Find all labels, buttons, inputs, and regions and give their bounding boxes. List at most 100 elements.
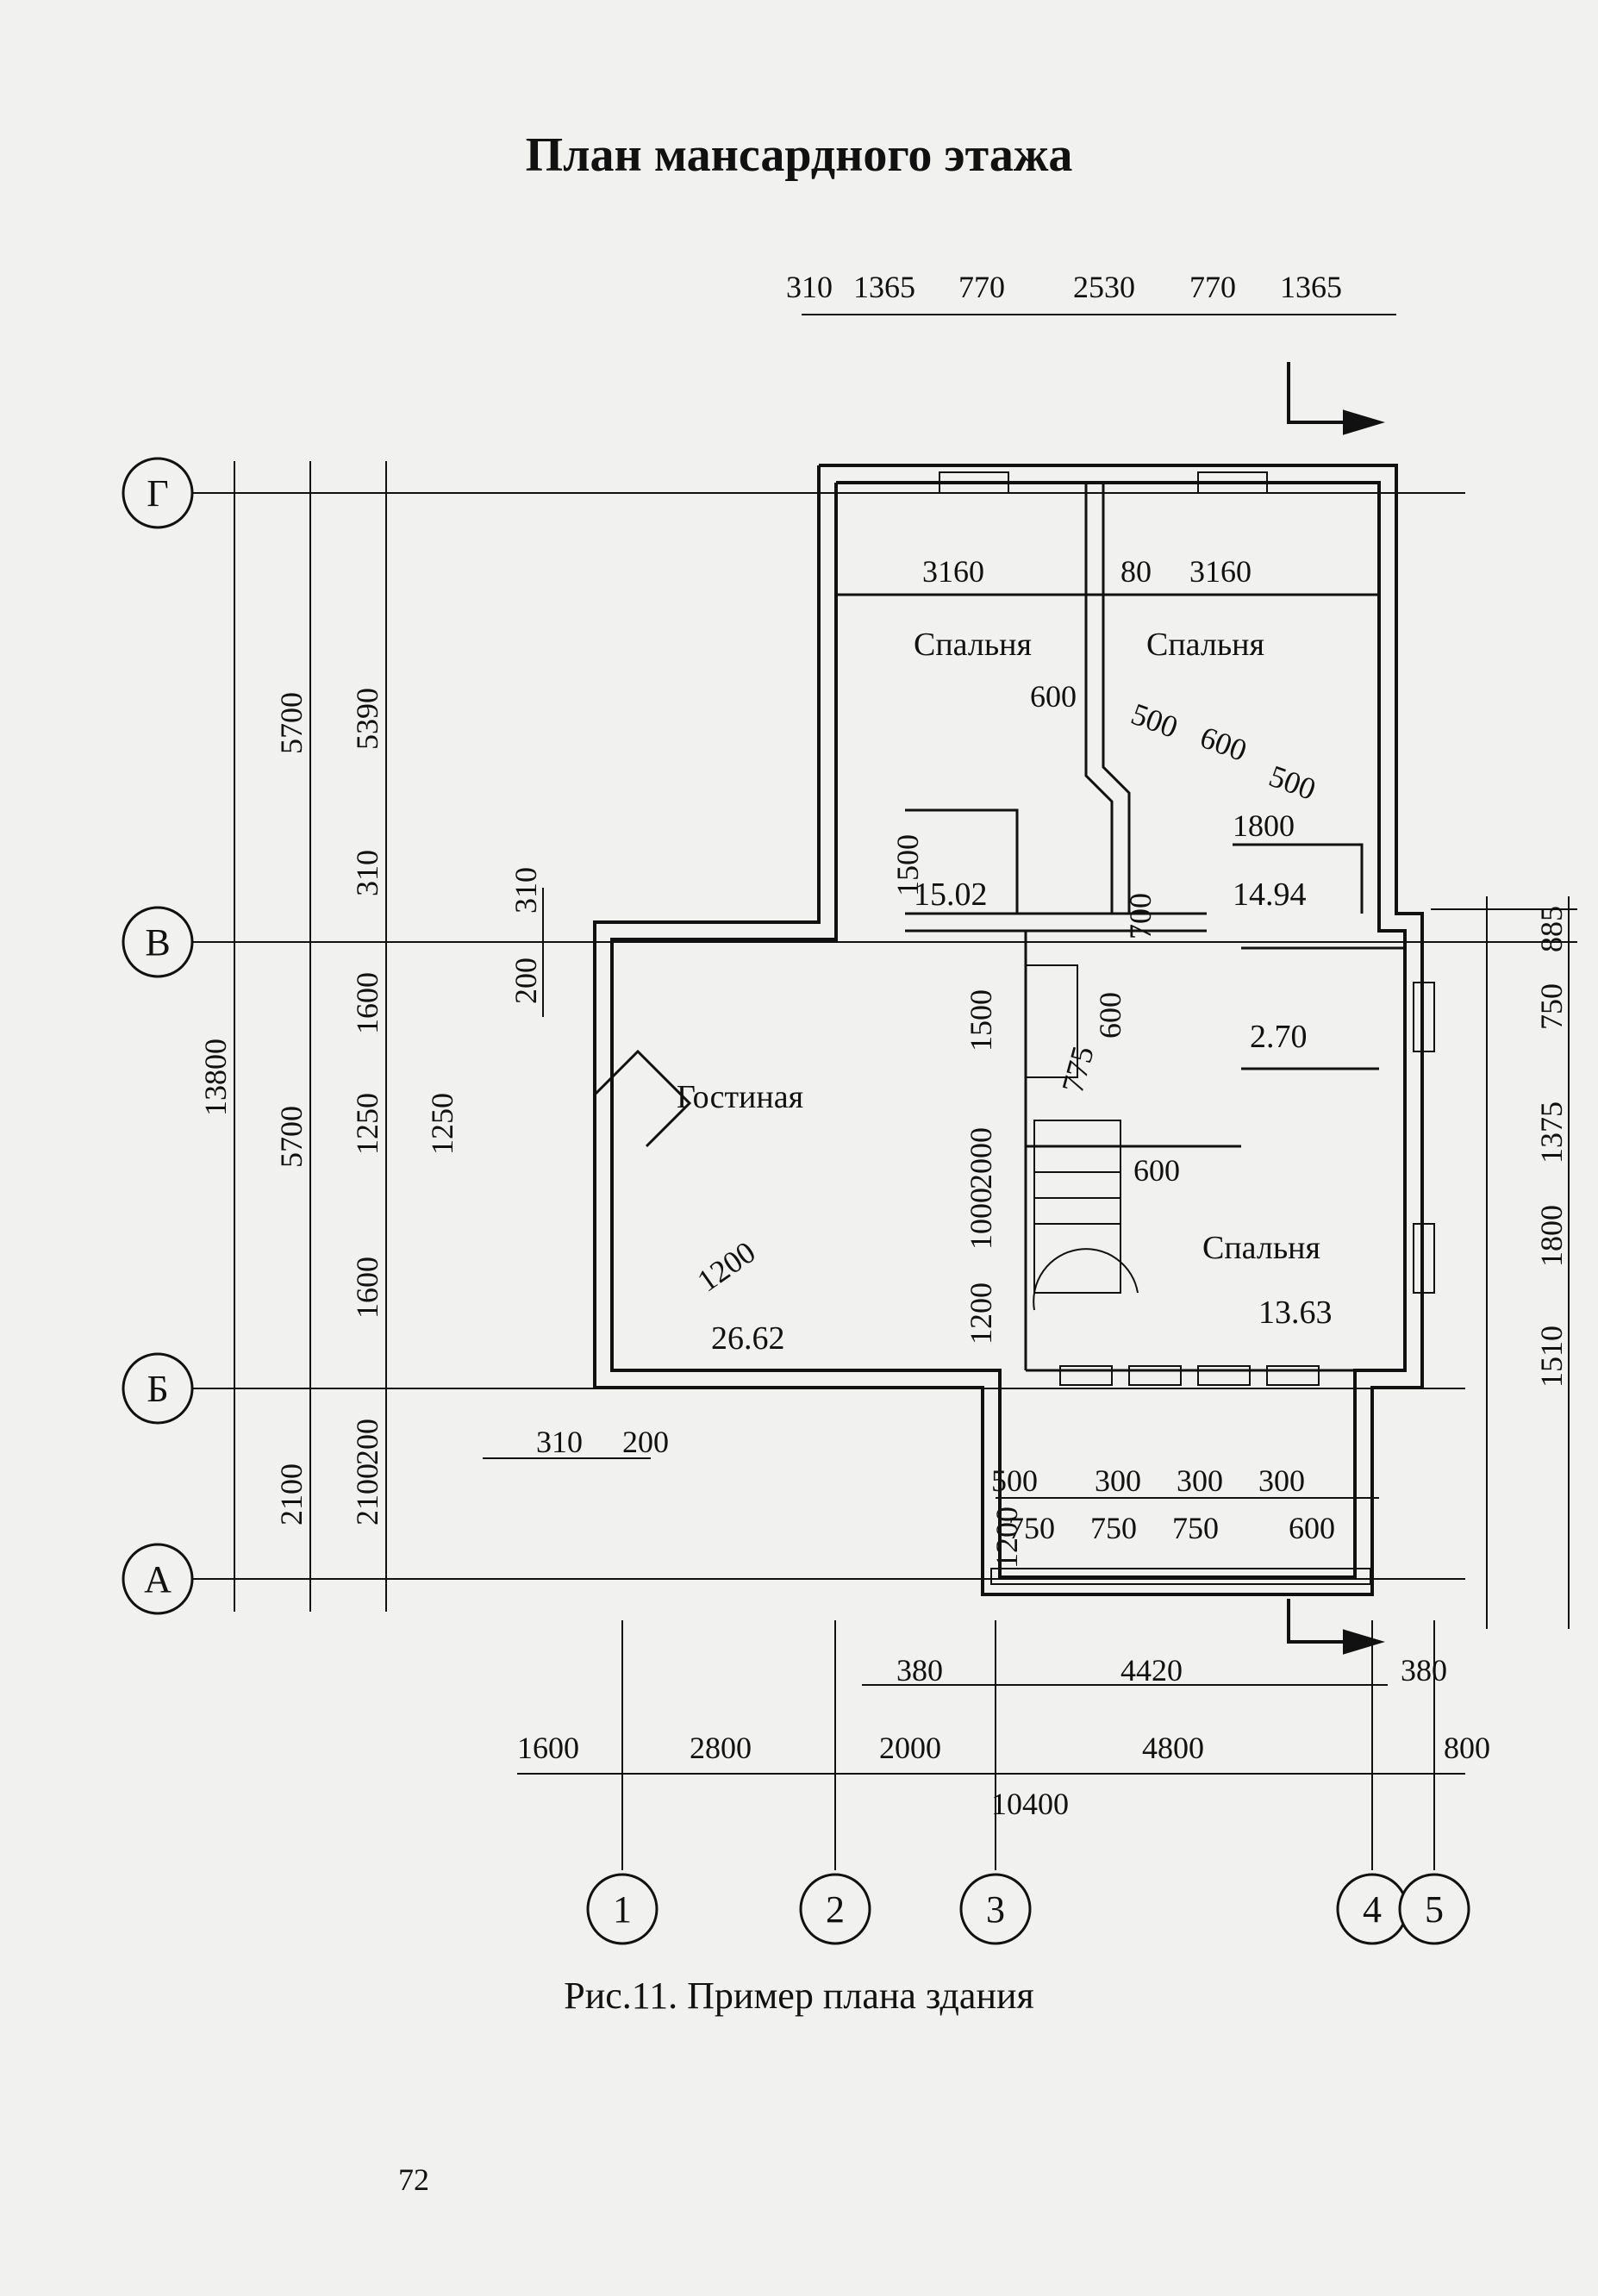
svg-text:750: 750	[1008, 1511, 1055, 1545]
left-detail-chain: 310 200 1250 200	[350, 867, 543, 1465]
windows	[939, 471, 1435, 1585]
svg-text:1600: 1600	[517, 1731, 579, 1765]
svg-text:200: 200	[622, 1425, 669, 1459]
svg-text:2000: 2000	[879, 1731, 941, 1765]
bottom-dimension-chain: 1600 2800 2000 4800 800	[517, 1731, 1490, 1765]
svg-text:1500: 1500	[890, 834, 925, 896]
room-name: Спальня	[914, 627, 1032, 663]
room-labels: Спальня 15.02 Спальня 14.94 Гостиная 26.…	[677, 627, 1333, 1357]
room-area: 2.70	[1250, 1019, 1308, 1055]
svg-text:300: 300	[1177, 1463, 1223, 1498]
svg-text:1250: 1250	[425, 1093, 459, 1155]
svg-text:5: 5	[1425, 1888, 1444, 1931]
svg-text:2800: 2800	[690, 1731, 752, 1765]
axis-bubble-5: 5	[1398, 1873, 1470, 1945]
svg-text:750: 750	[1172, 1511, 1219, 1545]
svg-text:770: 770	[958, 270, 1005, 304]
svg-text:4: 4	[1363, 1888, 1382, 1931]
svg-text:2000: 2000	[964, 1127, 998, 1189]
svg-text:4800: 4800	[1142, 1731, 1204, 1765]
top-dimension-chain: 310 1365 770 2530 770 1365	[786, 270, 1342, 304]
svg-text:1800: 1800	[1534, 1205, 1569, 1267]
svg-text:2100: 2100	[350, 1463, 384, 1525]
svg-text:885: 885	[1534, 906, 1569, 952]
svg-text:3: 3	[986, 1888, 1005, 1931]
axis-markers: Г В Б А 1 2 3 4 5	[122, 457, 1470, 1945]
axis-bubble-b: Б	[122, 1352, 194, 1425]
room-area: 13.63	[1258, 1295, 1333, 1331]
svg-text:80: 80	[1120, 554, 1152, 589]
room-name: Спальня	[1202, 1230, 1320, 1266]
svg-text:Б: Б	[147, 1368, 168, 1410]
svg-text:1365: 1365	[853, 270, 915, 304]
svg-text:750: 750	[1090, 1511, 1137, 1545]
svg-text:1600: 1600	[350, 972, 384, 1034]
svg-text:600: 600	[1195, 720, 1251, 768]
svg-text:380: 380	[1401, 1653, 1447, 1688]
svg-text:1000: 1000	[964, 1188, 998, 1250]
svg-text:5700: 5700	[274, 1106, 309, 1168]
svg-text:1250: 1250	[350, 1093, 384, 1155]
room-name: Спальня	[1146, 627, 1264, 663]
figure-caption: Рис.11. Пример плана здания	[564, 1975, 1034, 2017]
svg-text:600: 600	[1133, 1153, 1180, 1188]
svg-text:10400: 10400	[991, 1787, 1069, 1821]
svg-text:1: 1	[613, 1888, 632, 1931]
svg-text:310: 310	[509, 867, 543, 914]
room-area: 15.02	[914, 877, 988, 913]
svg-text:310: 310	[536, 1425, 583, 1459]
horizontal-dimension-lines	[483, 314, 1465, 1775]
svg-text:500: 500	[1264, 758, 1320, 807]
svg-text:1510: 1510	[1534, 1326, 1569, 1388]
staircase	[1025, 964, 1139, 1311]
svg-text:2530: 2530	[1073, 270, 1135, 304]
left-mid-chain: 5700 5700 2100	[274, 692, 309, 1525]
axis-bubble-1: 1	[586, 1873, 659, 1945]
axis-lines	[190, 492, 1577, 1870]
axis-bubble-g: Г	[122, 457, 194, 529]
axis-bubble-4: 4	[1336, 1873, 1408, 1945]
svg-text:1365: 1365	[1280, 270, 1342, 304]
room-area: 14.94	[1233, 877, 1307, 913]
svg-text:1375: 1375	[1534, 1101, 1569, 1164]
svg-text:А: А	[144, 1558, 172, 1600]
section-marks	[1287, 362, 1385, 1655]
svg-text:13800: 13800	[198, 1039, 233, 1116]
svg-text:700: 700	[1123, 893, 1158, 939]
svg-text:800: 800	[1444, 1731, 1490, 1765]
svg-text:310: 310	[786, 270, 833, 304]
svg-text:Г: Г	[147, 472, 168, 515]
axis-bubble-2: 2	[799, 1873, 871, 1945]
svg-text:2100: 2100	[274, 1463, 309, 1525]
axis-bubble-3: 3	[959, 1873, 1032, 1945]
bottom-other-dimensions: 380 4420 380	[896, 1653, 1447, 1688]
svg-text:380: 380	[896, 1653, 943, 1688]
svg-text:3160: 3160	[922, 554, 984, 589]
left-inner-chain: 5390 310 1600 1250 1600 2100	[350, 688, 384, 1525]
left-outer-chain: 13800	[198, 1039, 233, 1116]
svg-text:600: 600	[1030, 679, 1077, 714]
svg-text:200: 200	[350, 1419, 384, 1465]
svg-text:310: 310	[350, 850, 384, 896]
svg-text:2: 2	[826, 1888, 845, 1931]
right-dimension-lines	[1431, 896, 1577, 1629]
svg-text:1200: 1200	[691, 1234, 762, 1298]
plan-title: План мансардного этажа	[525, 128, 1073, 182]
svg-text:770: 770	[1189, 270, 1236, 304]
page-number: 72	[398, 2162, 429, 2197]
svg-text:1500: 1500	[964, 989, 998, 1051]
room-area: 26.62	[711, 1320, 785, 1357]
svg-text:300: 300	[1095, 1463, 1141, 1498]
room-name: Гостиная	[677, 1079, 803, 1115]
svg-text:500: 500	[1127, 696, 1182, 745]
svg-text:200: 200	[509, 958, 543, 1004]
outer-walls	[593, 464, 1424, 1596]
svg-text:5390: 5390	[350, 688, 384, 750]
svg-text:600: 600	[1093, 992, 1127, 1039]
svg-text:1600: 1600	[350, 1257, 384, 1319]
svg-text:300: 300	[1258, 1463, 1305, 1498]
left-dimension-lines	[234, 461, 544, 1612]
dimension-labels: 310 1365 770 2530 770 1365 13800 5700 57…	[198, 270, 1569, 1821]
svg-text:В: В	[145, 921, 170, 964]
